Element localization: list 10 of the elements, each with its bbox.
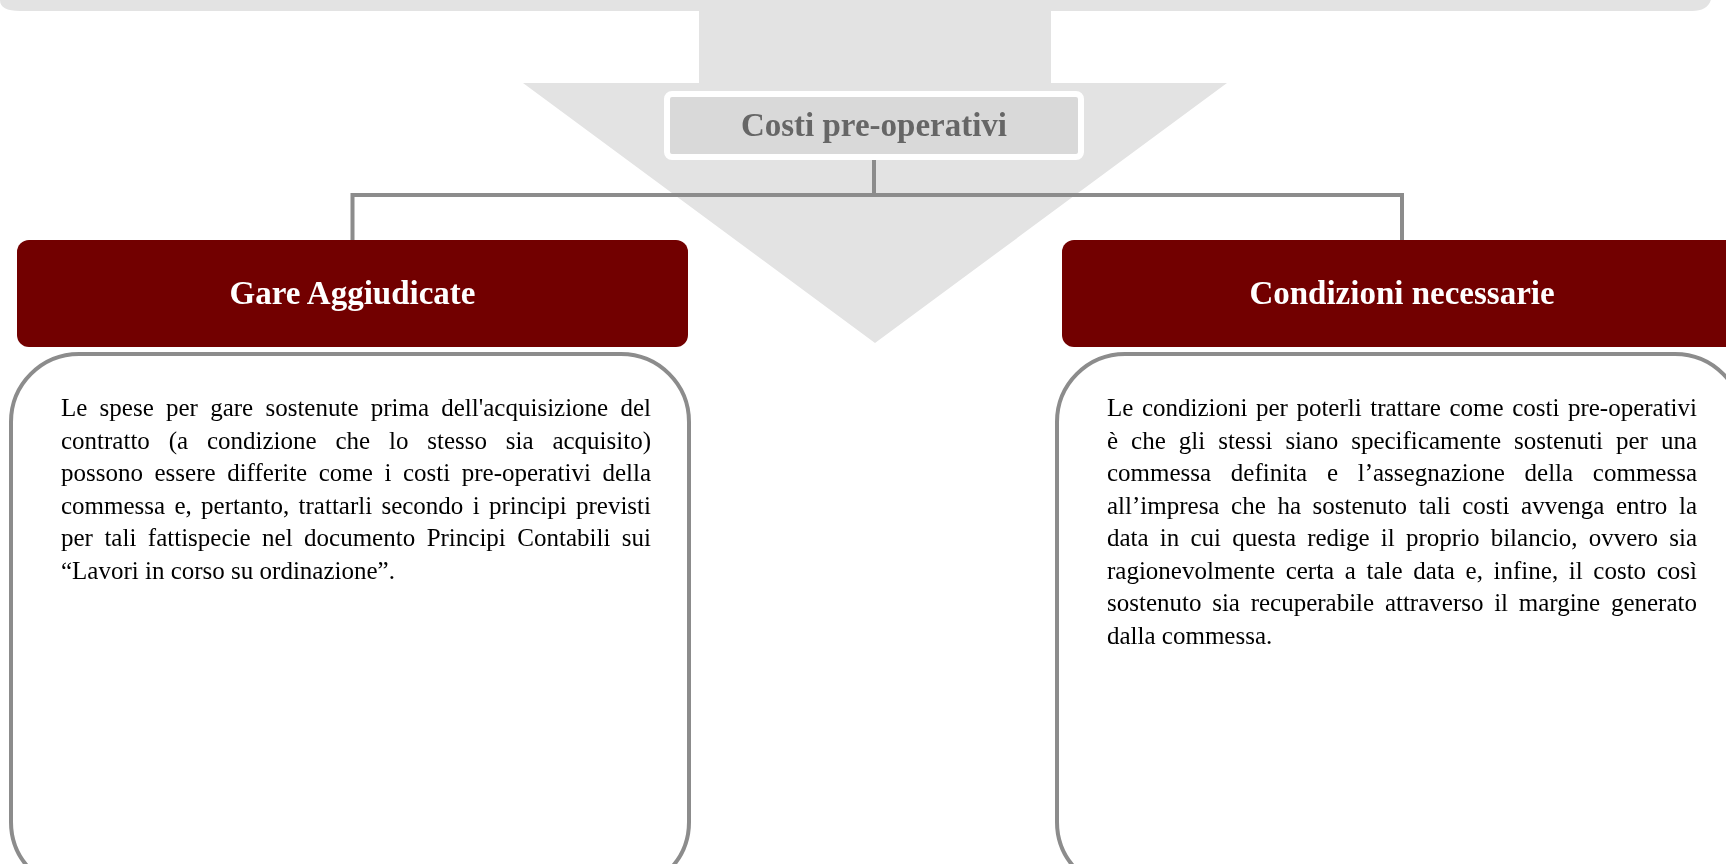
heading-text: Costi pre-operativi: [740, 105, 1008, 145]
header-bar: [1062, 240, 1726, 347]
heading-text: Gare Aggiudicate: [229, 273, 476, 313]
text-panel: [9, 352, 691, 864]
heading-text: Condizioni necessarie: [1249, 273, 1555, 313]
text-panel: [1055, 352, 1726, 864]
header-bar: [17, 240, 688, 347]
description-text: Le condizioni per poterli trattare come costi pre-operativi è che gli stessi siano specificamente sostenuti per una commessa definita e l’assegnazione della commessa all’impresa che ha sostenuto tali costi avvenga entro la data in cui questa redige il proprio bilancio, ovvero sia ragionevolmente certa a tale data e, infine, il costo così sostenuto sia recuperabile attraverso il margine generato dalla commessa.: [1107, 393, 1697, 651]
title-box: [664, 91, 1084, 160]
description-text: Le spese per gare sostenute prima dell'acquisizione del contratto (a condizione che lo stesso sia acquisito) possono essere differite come i costi pre-operativi della commessa e, pertanto, trattarli secondo i principi previsti per tali fattispecie nel documento Principi Contabili sui “Lavori in corso su ordinazione”.: [61, 393, 651, 586]
